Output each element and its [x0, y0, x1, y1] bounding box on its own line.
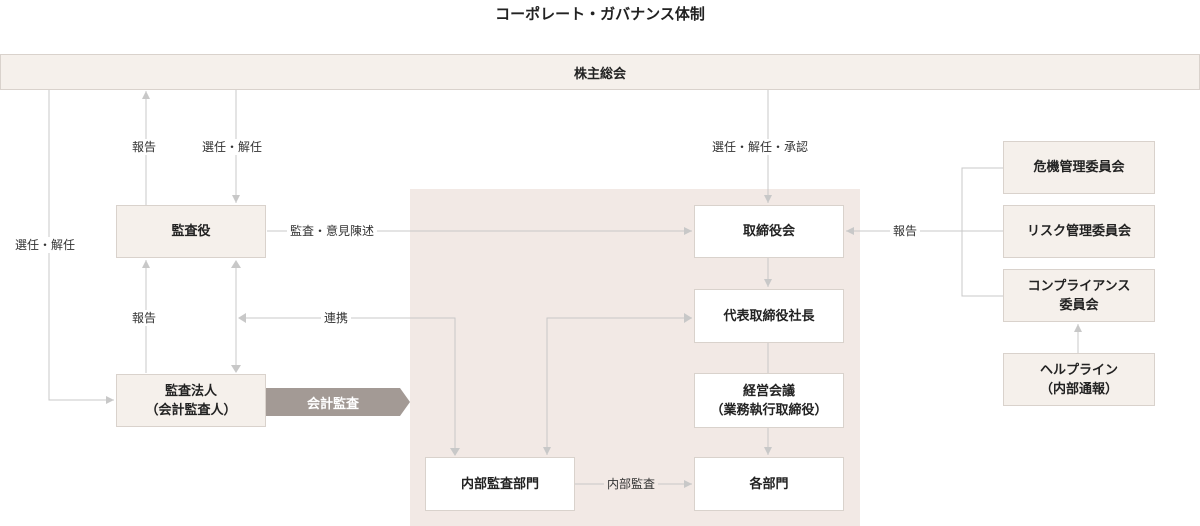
risk-committee-label: リスク管理委員会 — [1026, 224, 1131, 239]
board-of-directors-box: 取締役会 — [694, 205, 844, 258]
internal-audit-label: 内部監査部門 — [460, 476, 539, 492]
president-internal-audit-line — [543, 317, 692, 455]
helpline-box: ヘルプライン （内部通報） — [1003, 353, 1155, 406]
shareholders-meeting: 株主総会 — [0, 54, 1200, 90]
accounting-audit-label: 会計監査 — [306, 396, 359, 412]
internal-audit-box: 内部監査部門 — [425, 457, 575, 511]
diagram-title: コーポレート・ガバナンス体制 — [495, 5, 705, 23]
shareholders-label: 株主総会 — [573, 66, 626, 82]
label-appoint-auditor: 選任・解任 — [199, 139, 266, 155]
helpline-sublabel: （内部通報） — [1039, 381, 1118, 397]
accounting-audit-arrow — [266, 388, 410, 416]
risk-management-committee-box: リスク管理委員会 — [1003, 205, 1155, 258]
auditor-label: 監査役 — [171, 224, 211, 239]
departments-label: 各部門 — [749, 476, 789, 492]
auditor-box: 監査役 — [116, 205, 266, 258]
label-appoint-approve: 選任・解任・承認 — [709, 139, 812, 155]
audit-corporation-box: 監査法人 （会計監査人） — [116, 374, 266, 427]
management-meeting-box: 経営会議 （業務執行取締役） — [694, 373, 844, 428]
board-label: 取締役会 — [742, 224, 795, 239]
compliance-committee-box: コンプライアンス 委員会 — [1003, 269, 1155, 322]
audit-corporation-label: 監査法人 — [164, 383, 217, 399]
management-meeting-sublabel: （業務執行取締役） — [710, 402, 828, 418]
appoint-line-audit-corp — [48, 89, 114, 404]
management-meeting-label: 経営会議 — [742, 383, 795, 399]
compliance-committee-sublabel: 委員会 — [1059, 297, 1099, 313]
helpline-label: ヘルプライン — [1039, 362, 1118, 378]
crisis-management-committee-box: 危機管理委員会 — [1003, 141, 1155, 194]
crisis-committee-label: 危機管理委員会 — [1033, 160, 1125, 175]
label-appoint-audit-corp: 選任・解任 — [12, 237, 79, 253]
committee-bracket — [961, 167, 1003, 297]
label-internal-audit: 内部監査 — [604, 476, 659, 492]
cooperation-line — [244, 317, 456, 455]
president-label: 代表取締役社長 — [723, 308, 815, 324]
label-report-committees: 報告 — [890, 223, 921, 239]
president-box: 代表取締役社長 — [694, 289, 844, 343]
label-audit-opinion: 監査・意見陳述 — [287, 223, 378, 239]
label-report-audit-corp: 報告 — [129, 310, 160, 326]
label-report-auditor: 報告 — [129, 139, 160, 155]
audit-corporation-sublabel: （会計監査人） — [145, 402, 237, 418]
departments-box: 各部門 — [694, 457, 844, 511]
compliance-committee-label: コンプライアンス — [1027, 278, 1131, 294]
label-cooperation: 連携 — [321, 310, 352, 326]
